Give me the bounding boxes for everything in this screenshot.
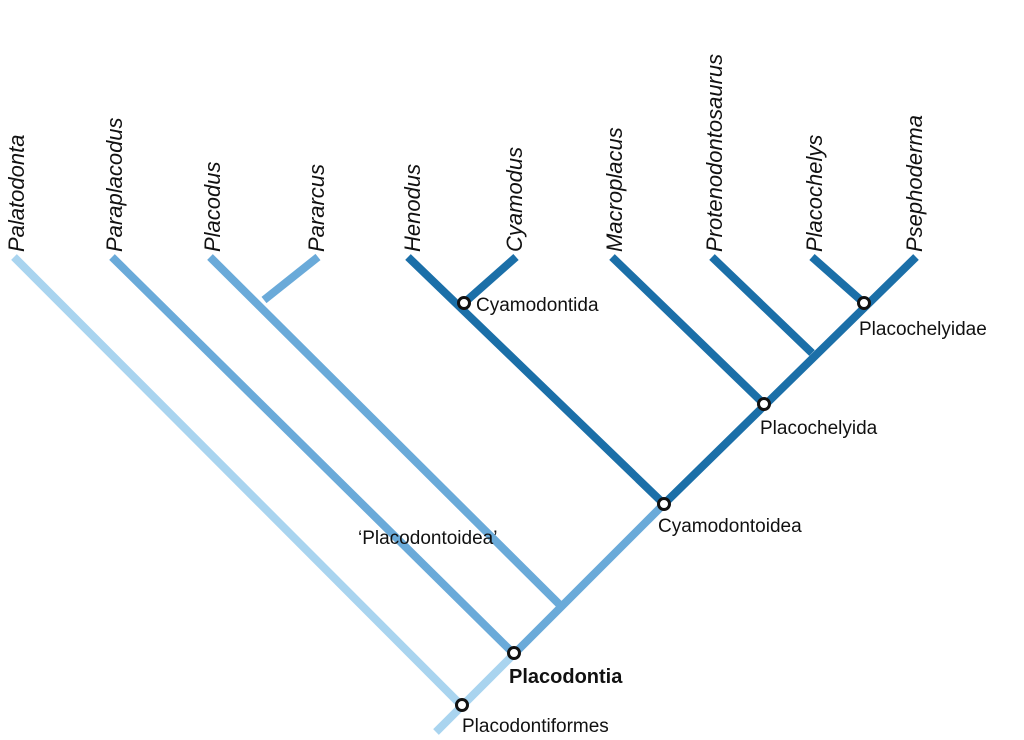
- clade-label-placochelyidae: Placochelyidae: [859, 319, 987, 340]
- branch-protenodontosaurus: [709, 254, 815, 356]
- node-placodontia: [507, 646, 521, 660]
- node-cyamodontoidea: [657, 497, 671, 511]
- node-placochelyida: [757, 397, 771, 411]
- clade-label-placochelyida: Placochelyida: [760, 418, 878, 439]
- node-cyamodontida: [457, 296, 471, 310]
- taxon-label-placochelys: Placochelys: [802, 135, 827, 252]
- taxon-label-henodus: Henodus: [400, 164, 425, 252]
- branch-placochelys: [809, 254, 867, 306]
- node-placodontiformes: [455, 698, 469, 712]
- taxon-label-paraplacodus: Paraplacodus: [102, 117, 127, 252]
- taxon-label-cyamodus: Cyamodus: [502, 147, 527, 252]
- node-placochelyidae: [857, 296, 871, 310]
- clade-label-placodontiformes: Placodontiformes: [462, 716, 609, 737]
- branch-psephoderma: [661, 254, 919, 507]
- taxon-label-protenodontosaurus: Protenodontosaurus: [702, 54, 727, 252]
- branch-cyamodus: [461, 254, 519, 306]
- branch-placodontiformes-stem: [433, 651, 517, 735]
- branch-pararcus: [261, 253, 321, 304]
- branch-macroplacus: [609, 254, 767, 407]
- branch-paraplacodus: [109, 254, 517, 657]
- taxon-label-psephoderma: Psephoderma: [902, 115, 927, 252]
- branch-placodus: [207, 254, 565, 610]
- branch-palatodonta: [11, 254, 465, 709]
- clade-label-cyamodontida: Cyamodontida: [476, 295, 599, 316]
- taxon-label-placodus: Placodus: [200, 161, 225, 252]
- clade-label-cyamodontoidea: Cyamodontoidea: [658, 516, 802, 537]
- clade-label-placodontoidea: ‘Placodontoidea’: [358, 528, 497, 549]
- branch-placodontia-to-cyamodontoidea: [511, 501, 667, 657]
- taxon-label-pararcus: Pararcus: [304, 164, 329, 252]
- clade-label-placodontia: Placodontia: [509, 666, 623, 688]
- taxon-label-palatodonta: Palatodonta: [4, 135, 29, 252]
- taxon-label-macroplacus: Macroplacus: [602, 127, 627, 252]
- branch-henodus: [405, 254, 667, 507]
